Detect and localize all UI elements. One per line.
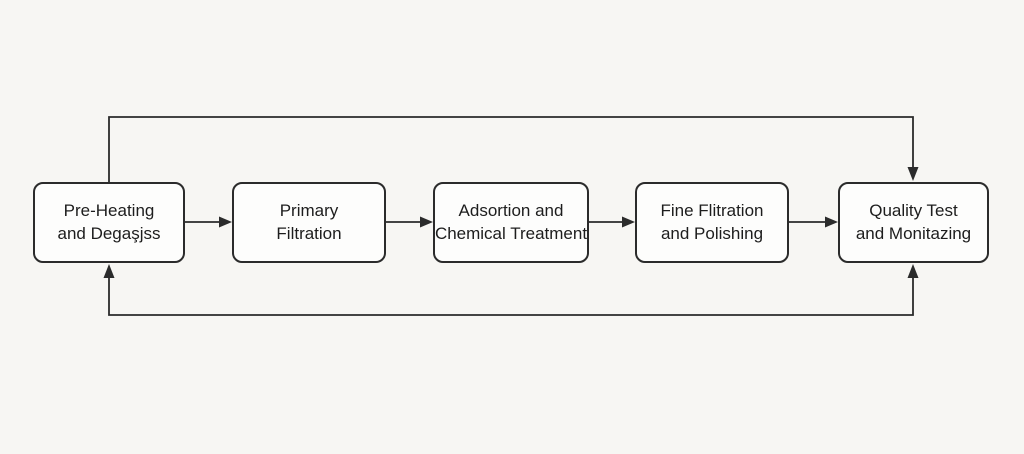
- arrowhead-right-into-adsortion: [420, 216, 433, 228]
- node-quality-test-monitazing: Quality Test and Monitazing: [838, 182, 989, 263]
- node-label-line: Pre-Heating: [63, 201, 155, 221]
- node-label-line: and Degaşjss: [57, 223, 161, 243]
- node-label-line: and Polishing: [660, 223, 764, 243]
- node-primary-filtration: Primary Filtration: [232, 182, 386, 263]
- top-feedback-line: [108, 116, 914, 182]
- node-label-line: Filtration: [276, 223, 342, 243]
- arrowhead-down-into-quality-test: [907, 167, 919, 181]
- node-label-line: Fine Flitration: [660, 201, 764, 221]
- node-label-line: and Monitazing: [855, 223, 972, 243]
- arrowhead-up-into-quality-test: [907, 264, 919, 278]
- node-label-line: Primary: [279, 201, 339, 221]
- arrowhead-right-into-primary: [219, 216, 232, 228]
- node-adsortion-chemical-treatment: Adsortion and Chemical Treatment: [433, 182, 589, 263]
- node-label-line: Chemical Treatment: [434, 223, 588, 243]
- node-fine-flitration-polishing: Fine Flitration and Polishing: [635, 182, 789, 263]
- node-label-line: Quality Test: [869, 201, 958, 221]
- arrowhead-right-into-fineflitration: [622, 216, 635, 228]
- bottom-feedback-line: [108, 277, 914, 316]
- node-pre-heating: Pre-Heating and Degaşjss: [33, 182, 185, 263]
- arrowhead-up-into-pre-heating: [103, 264, 115, 278]
- arrowhead-right-into-qualitytest: [825, 216, 838, 228]
- node-label-line: Adsortion and: [458, 201, 564, 221]
